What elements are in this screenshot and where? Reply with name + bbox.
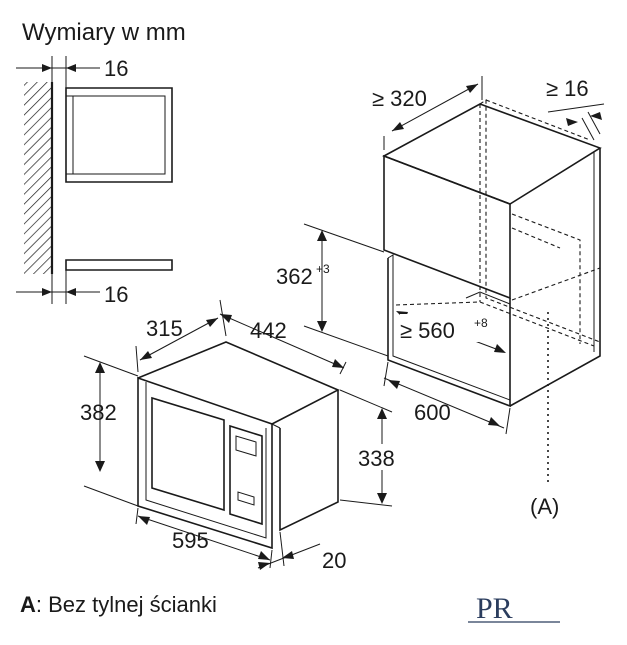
dim-20-ext-b bbox=[279, 531, 285, 567]
dim-338-arrow-top bbox=[377, 408, 387, 419]
dim-niche-height-label: 362 bbox=[276, 264, 313, 289]
dim-338-ext-bottom bbox=[339, 499, 393, 507]
dim-320-arrow-b bbox=[466, 84, 478, 93]
dim-560-label-bg bbox=[400, 314, 494, 342]
dim-depth-min-label: ≥ 320 bbox=[372, 86, 427, 111]
dim-niche-height-tol: +3 bbox=[316, 262, 330, 276]
dim-362-arrow-bottom bbox=[317, 321, 327, 332]
cabinet-iso: ≥ 320 ≥ 16 362 +3 ≥ 560 +8 600 (A) bbox=[276, 76, 605, 519]
dim-382-arrow-top bbox=[95, 362, 105, 373]
dim-315-ext-b bbox=[219, 299, 227, 337]
dim-362-ext-top bbox=[303, 223, 385, 253]
dim-315-ext-a bbox=[135, 345, 139, 373]
cabinet-right-side bbox=[509, 148, 601, 407]
dim-315-line bbox=[139, 317, 219, 361]
dim-600-ext-a bbox=[383, 361, 389, 387]
dim-appliance-depth-label: 315 bbox=[146, 316, 183, 341]
dim-16-arrow-b bbox=[590, 112, 602, 120]
side-top-arrow-left bbox=[42, 64, 52, 72]
appliance-frame-inner bbox=[145, 382, 267, 539]
dim-16-arrow-a bbox=[566, 118, 578, 126]
side-bottom-arrow-left bbox=[42, 288, 52, 296]
dim-320-line bbox=[391, 83, 479, 132]
side-top-gap-label: 16 bbox=[104, 56, 128, 81]
legend: A: Bez tylnej ścianki bbox=[20, 592, 217, 617]
legend-text: A: Bez tylnej ścianki bbox=[20, 592, 217, 617]
dim-16-ext-a bbox=[581, 117, 595, 141]
dim-595-ext-a bbox=[135, 507, 139, 525]
side-upper-inner bbox=[72, 95, 166, 175]
dim-382-ext-bottom bbox=[83, 485, 139, 507]
dim-315-arrow-a bbox=[140, 351, 152, 360]
dim-442-line bbox=[219, 313, 345, 369]
dim-595-line bbox=[137, 515, 271, 561]
side-bottom-shelf bbox=[65, 259, 173, 271]
cabinet-niche-back bbox=[465, 291, 511, 305]
cabinet-niche-left bbox=[387, 254, 511, 401]
callout-a-label: (A) bbox=[530, 494, 559, 519]
dim-595-ext-b bbox=[269, 549, 273, 569]
side-upper-door bbox=[66, 95, 73, 175]
dim-600-line bbox=[383, 377, 505, 429]
dim-362-arrow-top bbox=[317, 230, 327, 241]
side-upper-outline bbox=[65, 87, 173, 183]
dim-20-arrow-a bbox=[258, 562, 270, 570]
appliance-body-side bbox=[279, 390, 339, 532]
cabinet-niche-front bbox=[387, 258, 511, 408]
appliance-control-panel bbox=[229, 424, 263, 526]
dim-338-arrow-bottom bbox=[377, 493, 387, 504]
dim-niche-width-tol: +8 bbox=[474, 316, 488, 330]
dim-16-line bbox=[547, 103, 605, 113]
dim-315-arrow-b bbox=[206, 318, 218, 327]
dim-cabinet-depth-label: 600 bbox=[414, 400, 451, 425]
dim-appliance-width-label: 595 bbox=[172, 528, 209, 553]
appliance-door bbox=[151, 396, 225, 512]
dim-appliance-height-label: 382 bbox=[80, 400, 117, 425]
dim-side-min-label: ≥ 16 bbox=[546, 76, 589, 101]
side-view: 16 16 bbox=[16, 56, 173, 307]
dim-320-arrow-a bbox=[392, 122, 404, 131]
dim-niche-width-label: ≥ 560 bbox=[400, 318, 455, 343]
dim-382-ext-top bbox=[83, 355, 139, 377]
dim-front-depth-label: 20 bbox=[322, 548, 346, 573]
side-bottom-gap-label: 16 bbox=[104, 282, 128, 307]
appliance-frame-front bbox=[137, 376, 273, 550]
drawing-title: Wymiary w mm bbox=[22, 19, 186, 46]
appliance-body-edge bbox=[271, 423, 281, 429]
logo-text: PR bbox=[476, 592, 513, 625]
appliance-body-top bbox=[137, 341, 340, 425]
appliance-display bbox=[235, 435, 257, 457]
cabinet-hidden-back bbox=[395, 98, 601, 347]
appliance-iso: 315 442 382 338 595 20 bbox=[80, 299, 408, 573]
cabinet-upper-front bbox=[383, 154, 511, 300]
dim-600-arrow-b bbox=[488, 417, 500, 426]
legend-key: A bbox=[20, 592, 36, 617]
dim-20-arrow-b bbox=[282, 551, 294, 559]
dim-600-arrow-a bbox=[388, 380, 400, 389]
dim-560-arrow-b bbox=[494, 344, 506, 353]
dim-595-arrow-b bbox=[258, 551, 270, 560]
dim-442-ext-b bbox=[339, 361, 347, 375]
appliance-button bbox=[237, 491, 255, 506]
brand-logo: PR bbox=[468, 592, 560, 625]
dim-338-ext-top bbox=[339, 389, 393, 413]
dim-appliance-body-width-label: 442 bbox=[250, 318, 287, 343]
legend-desc: : Bez tylnej ścianki bbox=[36, 592, 217, 617]
dim-442-arrow-b bbox=[332, 359, 344, 368]
dim-362-ext-bottom bbox=[303, 325, 389, 357]
dim-382-arrow-bottom bbox=[95, 461, 105, 472]
dim-appliance-body-height-label: 338 bbox=[358, 446, 395, 471]
dim-16-ext-b bbox=[587, 111, 601, 135]
side-top-arrow-right bbox=[66, 64, 76, 72]
dim-595-arrow-a bbox=[138, 516, 150, 525]
dim-600-ext-b bbox=[505, 407, 511, 435]
wall-hatch bbox=[24, 82, 52, 274]
dim-442-arrow-a bbox=[220, 314, 232, 323]
dim-338-label-bg bbox=[356, 444, 408, 470]
side-bottom-arrow-right bbox=[66, 288, 76, 296]
